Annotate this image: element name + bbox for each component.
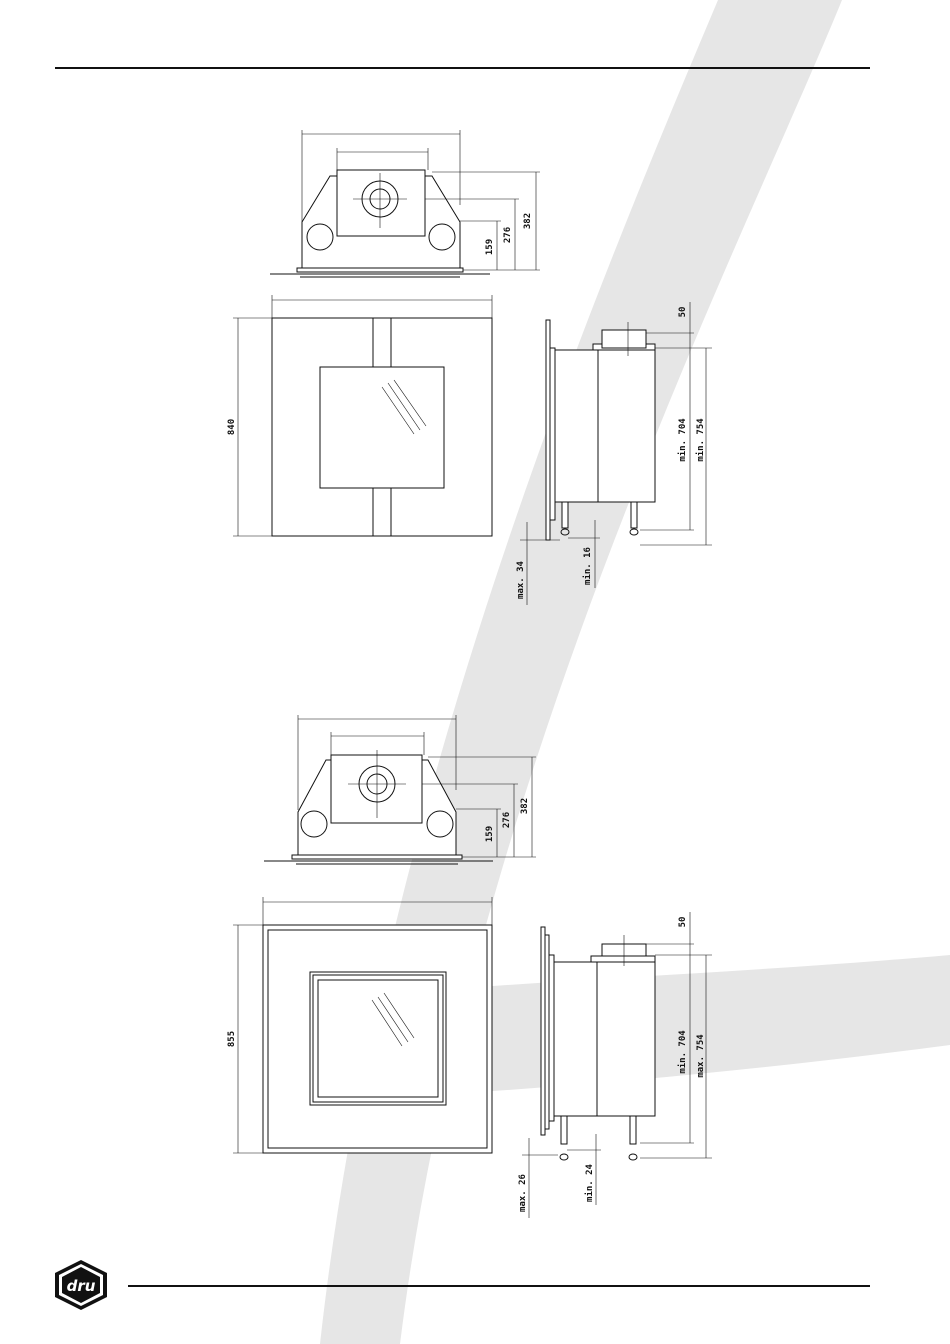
dim-276: 276 — [502, 812, 512, 828]
dim-min-704: min. 704 — [677, 418, 688, 462]
dim-159: 159 — [485, 826, 495, 842]
dim-min-754: min. 754 — [695, 418, 706, 462]
dim-max-754: max. 754 — [696, 1034, 706, 1078]
dim-50: 50 — [678, 917, 688, 928]
dim-max-26: max. 26 — [518, 1174, 528, 1212]
dru-logo: dru — [55, 1260, 107, 1310]
dim-min-24: min. 24 — [584, 1163, 595, 1202]
dim-min-704: min. 704 — [677, 1030, 688, 1074]
dim-50: 50 — [678, 307, 688, 318]
dim-159: 159 — [485, 239, 495, 255]
dim-382: 382 — [523, 213, 533, 229]
side-view-2: 50 min. 704 max. 754 max. 26 min. 24 — [518, 912, 712, 1218]
top-view-1: 382 276 159 — [270, 130, 540, 277]
dim-height: 840 — [227, 419, 237, 435]
dim-382: 382 — [520, 798, 530, 814]
dim-min-16: min. 16 — [582, 547, 593, 585]
logo-text: dru — [67, 1277, 96, 1295]
dim-max-34: max. 34 — [516, 560, 526, 599]
front-view-1: 840 — [227, 295, 492, 536]
dim-276: 276 — [503, 227, 513, 243]
dim-height: 855 — [227, 1031, 237, 1047]
front-view-2: 855 — [227, 897, 492, 1153]
